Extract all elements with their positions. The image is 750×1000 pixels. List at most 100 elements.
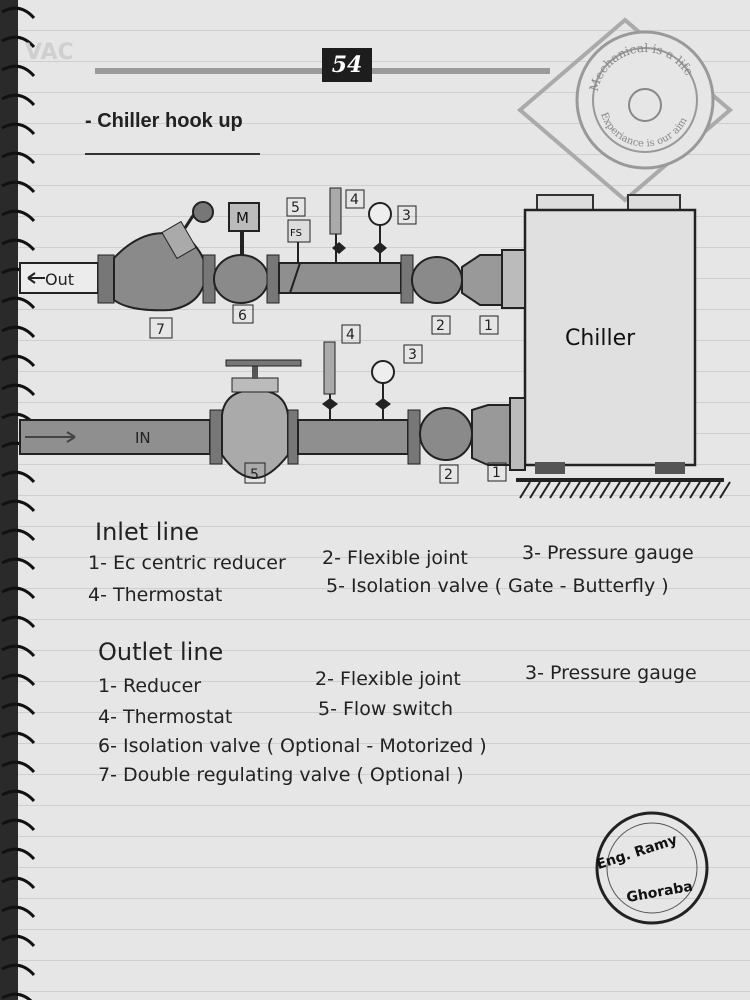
spiral-coil: [1, 238, 36, 252]
ground-hatch: [519, 481, 531, 499]
ground-hatch: [569, 481, 581, 499]
ground-hatch: [679, 481, 691, 499]
tag-outlet-7: 7: [156, 322, 165, 338]
title-underline: [85, 153, 260, 155]
spiral-coil: [1, 64, 36, 78]
spiral-coil: [1, 876, 36, 890]
spiral-coil: [1, 586, 36, 600]
spiral-coil: [1, 963, 36, 977]
signature-logo: Eng. Ramy Ghoraba: [595, 811, 709, 925]
spiral-coil: [1, 731, 36, 745]
spiral-coil: [1, 847, 36, 861]
spiral-coil: [1, 151, 36, 165]
thermostat: [329, 187, 342, 235]
ground-hatch: [539, 481, 551, 499]
inlet-pipe-label: IN: [135, 429, 151, 447]
spiral-coil: [1, 499, 36, 513]
spiral-coil: [1, 615, 36, 629]
pressure-gauge: [368, 202, 392, 226]
wrench-icon: [628, 88, 662, 122]
tag-inlet-4: 4: [346, 327, 355, 343]
spiral-coil: [1, 905, 36, 919]
spiral-binding: [1, 6, 36, 1000]
motor-label: M: [236, 209, 249, 227]
inlet-isolation-valve: [221, 388, 289, 480]
flow-switch-label: FS: [290, 228, 302, 239]
spiral-coil: [1, 818, 36, 832]
ground-hatch: [689, 481, 701, 499]
ground-hatch: [629, 481, 641, 499]
outlet-reducer: [461, 254, 503, 306]
spiral-coil: [1, 760, 36, 774]
ground-hatch: [619, 481, 631, 499]
chiller-label: Chiller: [565, 326, 636, 351]
ground-hatch: [659, 481, 671, 499]
inlet-eccentric-reducer: [471, 404, 511, 466]
spiral-coil: [1, 209, 36, 223]
ground-hatch: [639, 481, 651, 499]
tag-outlet-6: 6: [238, 308, 247, 324]
inlet-pressure-gauge: [371, 360, 395, 384]
spiral-coil: [1, 6, 36, 20]
ground-hatch: [669, 481, 681, 499]
spiral-coil: [1, 557, 36, 571]
chiller-unit: Chiller: [516, 194, 731, 499]
spiral-coil: [1, 528, 36, 542]
tag-outlet-1: 1: [484, 318, 493, 334]
header-faint-label: VAC: [25, 40, 74, 65]
spiral-coil: [1, 470, 36, 484]
spiral-coil: [1, 702, 36, 716]
spiral-coil: [1, 673, 36, 687]
ground-hatch: [709, 481, 721, 499]
spiral-coil: [1, 789, 36, 803]
outlet-item-6: 6- Isolation valve ( Optional - Motorize…: [98, 735, 487, 757]
outlet-item-1: 1- Reducer: [98, 675, 202, 697]
tag-inlet-2: 2: [444, 467, 453, 483]
outlet-item-7: 7- Double regulating valve ( Optional ): [98, 764, 464, 786]
ground-hatch: [599, 481, 611, 499]
spiral-coil: [1, 354, 36, 368]
outlet-flexible-joint: [411, 256, 463, 304]
inlet-flexible-joint: [419, 407, 473, 461]
tag-outlet-3: 3: [402, 208, 411, 224]
ground-hatch: [649, 481, 661, 499]
inlet-item-1: 1- Ec centric reducer: [88, 552, 286, 574]
tag-inlet-3: 3: [408, 347, 417, 363]
signature-line2: Ghoraba: [625, 879, 694, 906]
stamp-logo: Mechanical is a life Experiance is our a…: [516, 17, 734, 203]
inlet-item-3: 3- Pressure gauge: [522, 542, 694, 564]
outlet-item-4: 4- Thermostat: [98, 706, 233, 728]
handwheel-icon: [192, 201, 214, 223]
motorized-isolation-valve: [213, 254, 269, 304]
inlet-item-2: 2- Flexible joint: [322, 547, 468, 569]
ground-hatch: [699, 481, 711, 499]
ground-hatch: [529, 481, 541, 499]
spiral-coil: [1, 383, 36, 397]
page-number: 54: [322, 48, 372, 82]
tag-outlet-5: 5: [291, 200, 300, 216]
ground-hatch: [579, 481, 591, 499]
ground-hatch: [719, 481, 731, 499]
tag-outlet-2: 2: [436, 318, 445, 334]
spiral-coil: [1, 644, 36, 658]
spiral-coil: [1, 35, 36, 49]
inlet-item-4: 4- Thermostat: [88, 584, 223, 606]
spiral-coil: [1, 180, 36, 194]
outlet-item-3: 3- Pressure gauge: [525, 662, 697, 684]
outlet-line: Out M FS 7 6 5: [19, 187, 526, 339]
ground-hatch: [589, 481, 601, 499]
tag-inlet-5: 5: [250, 467, 259, 483]
inlet-heading: Inlet line: [95, 518, 200, 546]
spiral-coil: [1, 296, 36, 310]
tag-outlet-4: 4: [350, 192, 359, 208]
ground-hatch: [559, 481, 571, 499]
outlet-pipe-label: Out: [45, 270, 74, 289]
inlet-arrow-icon: [25, 431, 76, 443]
motor-actuator: [228, 202, 260, 232]
inlet-thermostat: [323, 341, 336, 395]
outlet-heading: Outlet line: [98, 638, 224, 666]
spiral-coil: [1, 992, 33, 1000]
outlet-item-5: 5- Flow switch: [318, 698, 454, 720]
ground-hatch: [609, 481, 621, 499]
